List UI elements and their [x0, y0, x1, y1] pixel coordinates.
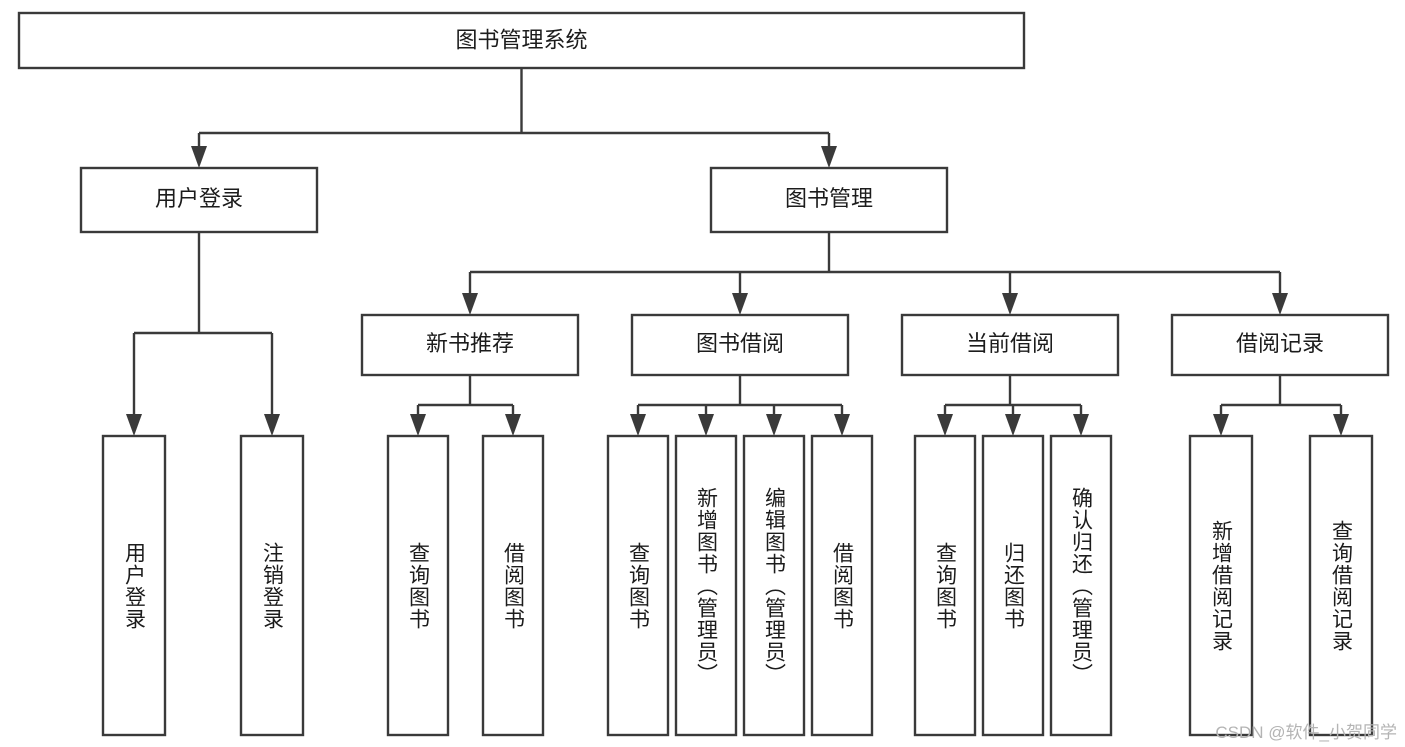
leaf-box-edit-book-admin[interactable]: [742, 434, 806, 737]
connector-group-book-management: [462, 232, 1288, 315]
connector-group-current-borrow: [937, 375, 1089, 436]
connector-group-new-book-recommend: [410, 375, 521, 436]
node-current-borrow-label: 当前借阅: [966, 331, 1054, 356]
arrow-head-icon: [505, 414, 521, 436]
node-borrow-record[interactable]: 借阅记录: [1170, 313, 1390, 377]
leaf-box-borrow-book[interactable]: [810, 434, 874, 737]
node-book-borrow[interactable]: 图书借阅: [630, 313, 850, 377]
arrow-head-icon: [1213, 414, 1229, 436]
arrow-head-icon: [410, 414, 426, 436]
arrow-head-icon: [1272, 293, 1288, 315]
arrow-head-icon: [630, 414, 646, 436]
node-root-box: [17, 11, 1026, 70]
node-borrow-record-label: 借阅记录: [1236, 331, 1324, 356]
arrow-head-icon: [462, 293, 478, 315]
leaf-box-borrow-book-recommend[interactable]: [481, 434, 545, 737]
leaf-box-add-borrow-record[interactable]: [1188, 434, 1254, 737]
connector-group-user-login: [126, 232, 280, 436]
leaf-box-query-borrow-record[interactable]: [1308, 434, 1374, 737]
leaf-box-logout[interactable]: [239, 434, 305, 737]
arrow-head-icon: [264, 414, 280, 436]
node-user-login-label: 用户登录: [155, 186, 243, 211]
leaf-box-confirm-return-admin[interactable]: [1049, 434, 1113, 737]
arrow-head-icon: [191, 146, 207, 168]
leaf-box-return-book[interactable]: [981, 434, 1045, 737]
arrow-head-icon: [937, 414, 953, 436]
arrow-head-icon: [126, 414, 142, 436]
watermark-text: CSDN @软件_小贺同学: [1215, 723, 1397, 742]
node-root-system[interactable]: 图书管理系统: [17, 11, 1026, 70]
arrow-head-icon: [1333, 414, 1349, 436]
arrow-head-icon: [1002, 293, 1018, 315]
connector-group-book-borrow: [630, 375, 850, 436]
node-new-book-recommend-box: [360, 313, 580, 377]
node-book-management[interactable]: 图书管理: [709, 166, 949, 234]
arrow-head-icon: [821, 146, 837, 168]
node-new-book-recommend-label: 新书推荐: [426, 331, 514, 356]
node-book-borrow-label: 图书借阅: [696, 331, 784, 356]
node-user-login-box: [79, 166, 319, 234]
node-book-borrow-box: [630, 313, 850, 377]
node-root-label: 图书管理系统: [455, 27, 587, 52]
arrow-head-icon: [1073, 414, 1089, 436]
node-borrow-record-box: [1170, 313, 1390, 377]
leaf-box-add-book-admin[interactable]: [674, 434, 738, 737]
arrow-head-icon: [766, 414, 782, 436]
arrow-head-icon: [834, 414, 850, 436]
connector-group-root: [191, 68, 837, 168]
leaf-boxes-group: [101, 434, 1374, 737]
arrow-head-icon: [1005, 414, 1021, 436]
node-book-management-label: 图书管理: [785, 186, 873, 211]
leaf-box-query-book-recommend[interactable]: [386, 434, 450, 737]
leaf-box-query-book-current[interactable]: [913, 434, 977, 737]
leaf-box-user-login[interactable]: [101, 434, 167, 737]
node-current-borrow-box: [900, 313, 1120, 377]
node-user-login[interactable]: 用户登录: [79, 166, 319, 234]
arrow-head-icon: [732, 293, 748, 315]
node-book-management-box: [709, 166, 949, 234]
node-new-book-recommend[interactable]: 新书推荐: [360, 313, 580, 377]
arrow-head-icon: [698, 414, 714, 436]
leaf-box-query-book-borrow[interactable]: [606, 434, 670, 737]
connector-group-borrow-record: [1213, 375, 1349, 436]
node-current-borrow[interactable]: 当前借阅: [900, 313, 1120, 377]
